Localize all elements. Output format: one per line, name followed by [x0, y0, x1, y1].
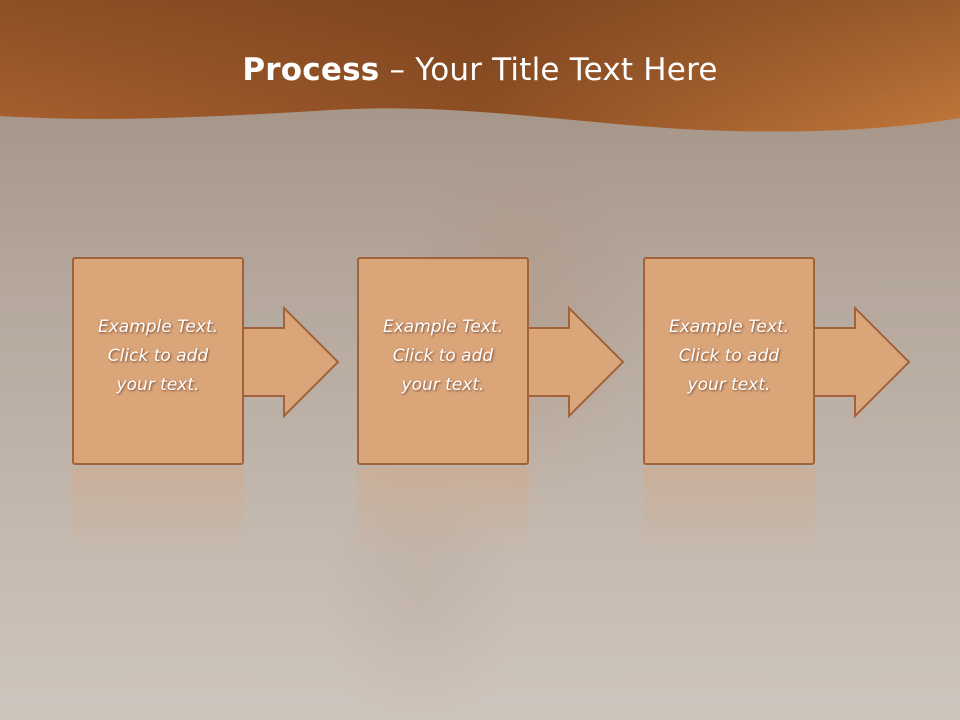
- title-bold: Process: [242, 52, 380, 88]
- slide-title[interactable]: Process – Your Title Text Here: [0, 52, 960, 88]
- step-2-box[interactable]: Example Text. Click to add your text.: [357, 257, 529, 465]
- step-2-reflection: [357, 468, 529, 558]
- step-1-reflection: [72, 468, 244, 558]
- step-1-arrow: [239, 306, 340, 418]
- step-1-box[interactable]: Example Text. Click to add your text.: [72, 257, 244, 465]
- step-3-arrow: [810, 306, 911, 418]
- step-2-arrow: [524, 306, 625, 418]
- step-2-text: Example Text. Click to add your text.: [382, 317, 504, 395]
- step-1-text: Example Text. Click to add your text.: [97, 317, 219, 395]
- step-3-reflection: [643, 468, 815, 558]
- step-3-text: Example Text. Click to add your text.: [668, 317, 790, 395]
- header-band: [0, 0, 960, 132]
- step-3-box[interactable]: Example Text. Click to add your text.: [643, 257, 815, 465]
- title-rest: – Your Title Text Here: [379, 52, 718, 88]
